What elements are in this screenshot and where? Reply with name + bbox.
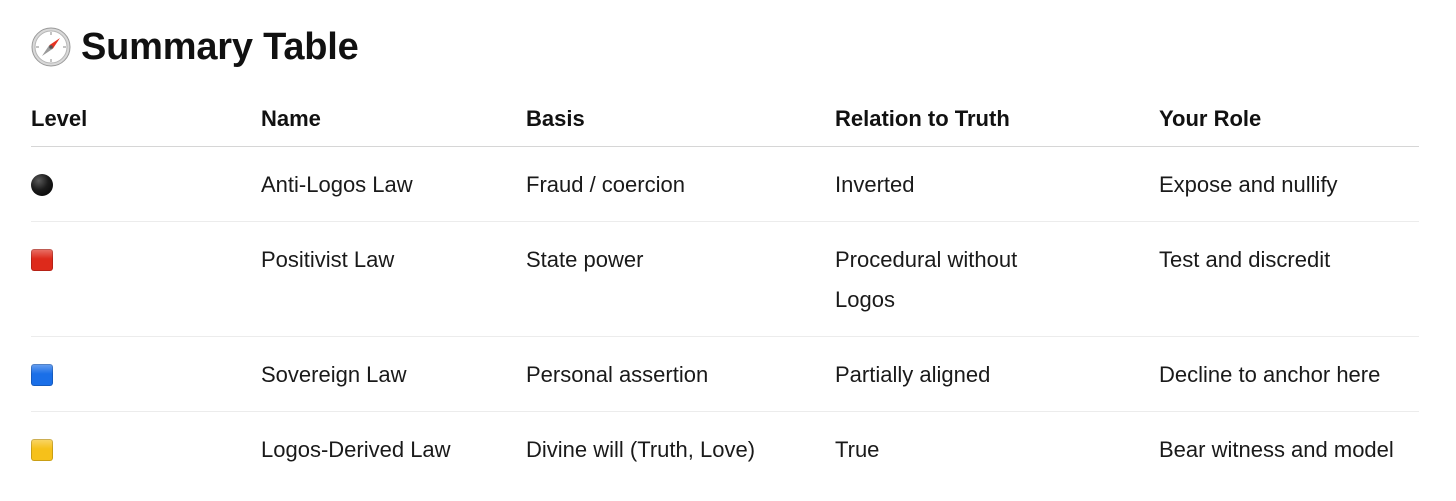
- summary-section: Summary Table Level Name Basis Relation …: [31, 22, 1419, 486]
- role-cell: Decline to anchor here: [1159, 336, 1419, 412]
- table-row: Anti-Logos Law Fraud / coercion Inverted…: [31, 146, 1419, 222]
- level-cell: [31, 146, 261, 222]
- title-row: Summary Table: [31, 22, 1419, 72]
- column-header-name: Name: [261, 106, 526, 147]
- header-row: Level Name Basis Relation to Truth Your …: [31, 106, 1419, 147]
- basis-cell: State power: [526, 221, 835, 337]
- red-square-icon: [31, 249, 53, 271]
- table-row: Logos-Derived Law Divine will (Truth, Lo…: [31, 412, 1419, 487]
- black-circle-icon: [31, 174, 53, 196]
- role-cell: Test and discredit: [1159, 221, 1419, 337]
- relation-cell: Partially aligned: [835, 336, 1159, 412]
- level-cell: [31, 412, 261, 487]
- name-cell: Positivist Law: [261, 221, 526, 337]
- name-cell: Logos-Derived Law: [261, 437, 451, 462]
- table-row: Sovereign Law Personal assertion Partial…: [31, 336, 1419, 412]
- yellow-square-icon: [31, 439, 53, 461]
- compass-icon: [31, 27, 71, 67]
- role-cell: Expose and nullify: [1159, 146, 1419, 222]
- column-header-role: Your Role: [1159, 106, 1419, 147]
- summary-table: Level Name Basis Relation to Truth Your …: [31, 106, 1419, 486]
- column-header-relation: Relation to Truth: [835, 106, 1159, 147]
- level-cell: [31, 221, 261, 337]
- name-cell: Anti-Logos Law: [261, 146, 526, 222]
- column-header-basis: Basis: [526, 106, 835, 147]
- name-cell: Sovereign Law: [261, 336, 526, 412]
- blue-square-icon: [31, 364, 53, 386]
- page-title: Summary Table: [81, 25, 359, 68]
- relation-cell: Inverted: [835, 146, 1159, 222]
- basis-cell: Divine will (Truth, Love): [526, 437, 756, 462]
- level-cell: [31, 336, 261, 412]
- basis-cell: Fraud / coercion: [526, 146, 835, 222]
- table-row: Positivist Law State power Procedural wi…: [31, 221, 1419, 337]
- relation-cell: True: [835, 437, 880, 462]
- column-header-level: Level: [31, 106, 261, 147]
- relation-cell: Procedural without Logos: [835, 221, 1159, 337]
- basis-cell: Personal assertion: [526, 336, 835, 412]
- role-cell: Bear witness and model: [1159, 437, 1394, 462]
